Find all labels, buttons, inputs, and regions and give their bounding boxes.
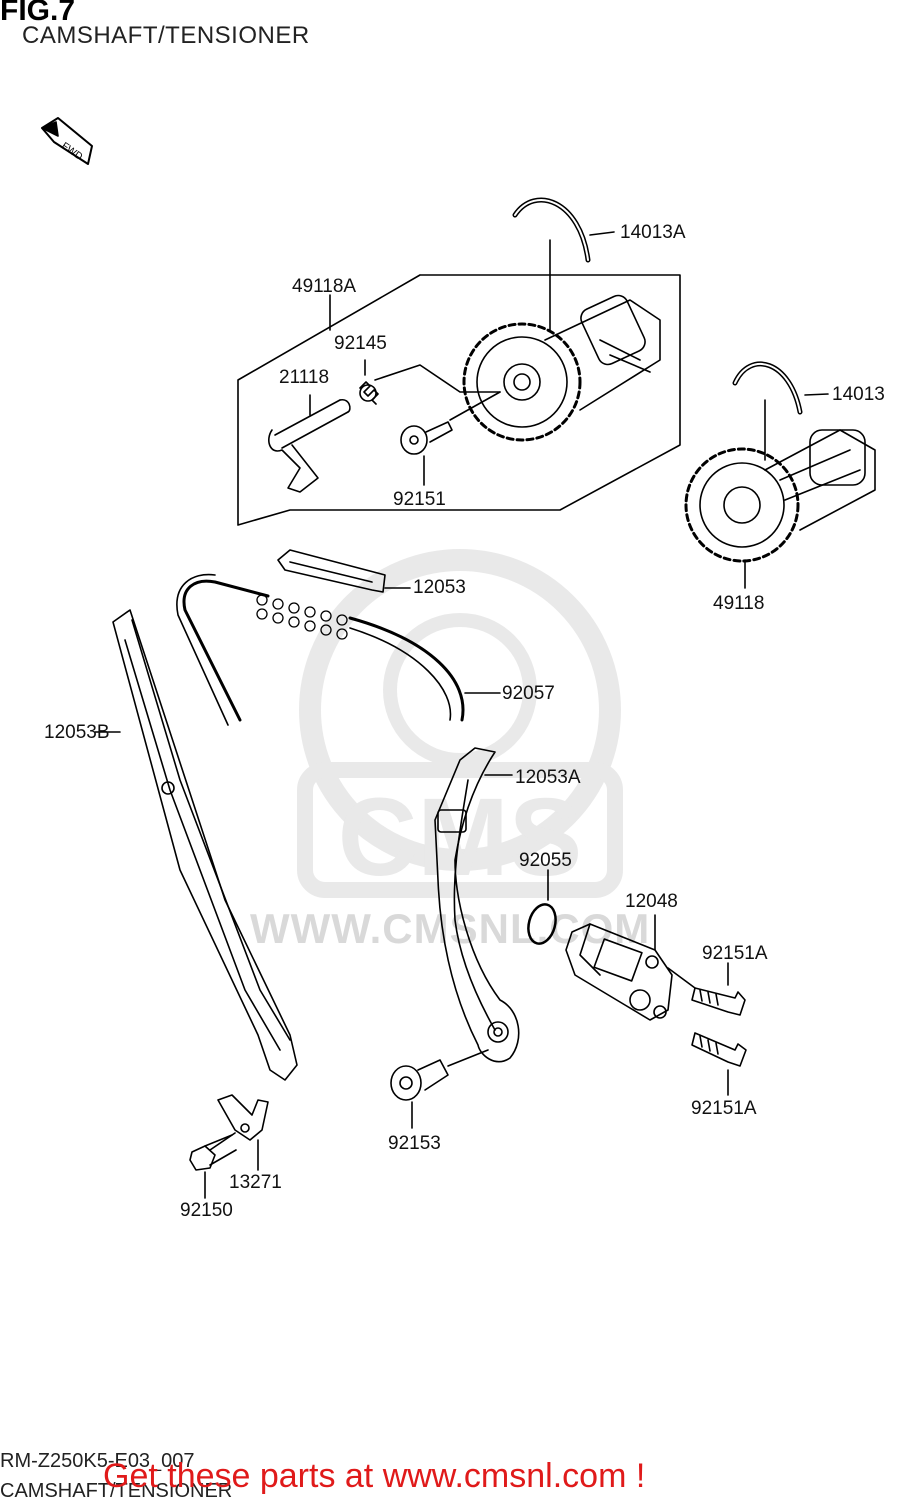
figure-subtitle: CAMSHAFT/TENSIONER [22, 22, 310, 49]
part-label: 92151A [691, 1098, 757, 1119]
figure-title: FIG.7 [0, 0, 76, 27]
part-label: 92145 [334, 333, 387, 354]
part-label: 92151 [393, 489, 446, 510]
part-label: 49118A [292, 276, 357, 297]
diagram-code: RM-Z250K5-E03_007 [0, 1450, 195, 1472]
part-label: 12053 [413, 577, 466, 598]
chain-guide-12053b [112, 609, 298, 1081]
tensioner-12048 [565, 923, 673, 1021]
bolt-92151a-lower [691, 1032, 747, 1067]
part-label: 92151A [702, 943, 768, 964]
part-label: 13271 [229, 1172, 282, 1193]
oring-92055 [527, 903, 557, 945]
part-label: 92055 [519, 850, 572, 871]
cms-watermark-logo: CMS [297, 549, 623, 899]
bracket-13271 [217, 1094, 269, 1141]
circlip-14013 [732, 361, 803, 415]
bolt-92151a-upper [691, 987, 746, 1016]
part-label: 14013 [832, 384, 885, 405]
chain-guide-12053 [277, 549, 386, 593]
cam-chain-92057 [176, 573, 465, 726]
part-label: 12053A [515, 767, 581, 788]
pivot-bolt-92153 [390, 1059, 449, 1101]
part-label: 12053B [44, 722, 110, 743]
circlip-14013a [512, 197, 591, 263]
decomp-shaft-21118 [268, 399, 351, 493]
spring-92145 [359, 381, 379, 405]
promo-link[interactable]: Get these parts at www.cmsnl.com ! [103, 1457, 646, 1495]
part-label: 49118 [713, 593, 765, 614]
tensioner-guide-12053a [434, 747, 520, 1063]
assembly-box-outline [237, 274, 681, 526]
camshaft-sprocket-lower [684, 429, 876, 563]
fwd-arrow-icon: FWD [41, 117, 93, 165]
footer-caption: CAMSHAFT/TENSIONER [0, 1480, 233, 1502]
camshaft-sprocket-upper [462, 294, 661, 442]
part-label: 92057 [502, 683, 555, 704]
bolt-92150 [189, 1134, 237, 1171]
part-label: 14013A [620, 222, 686, 243]
part-label: 21118 [279, 367, 330, 388]
part-label: 92150 [180, 1200, 233, 1221]
part-label: 92153 [388, 1133, 441, 1154]
part-label: 12048 [625, 891, 678, 912]
bolt-92151 [400, 421, 453, 455]
